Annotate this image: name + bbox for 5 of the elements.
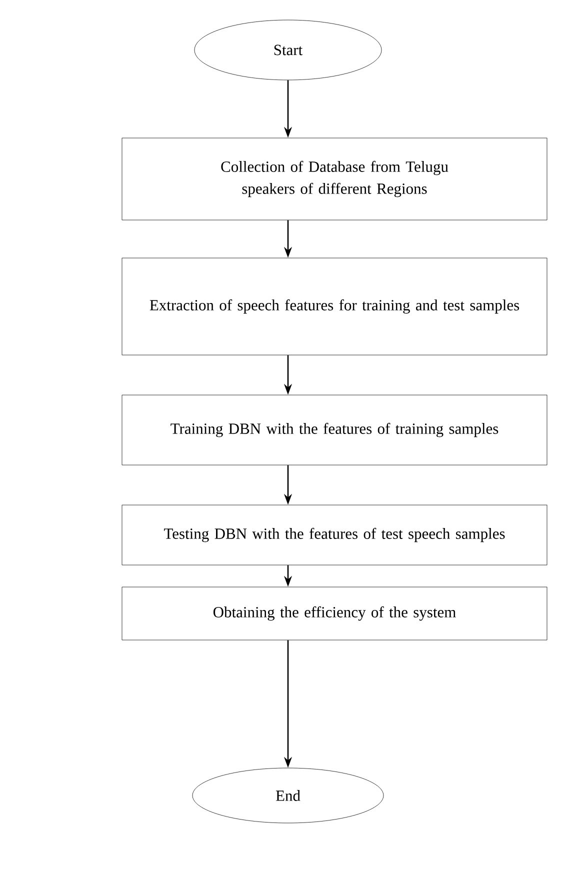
- process-box: Extraction of speech features for training and test samples: [122, 258, 548, 356]
- process-box: Training DBN with the features of training samples: [122, 394, 548, 466]
- process-box: Collection of Database from Telugu speakers of different Regions: [122, 138, 548, 220]
- process-box: Obtaining the efficiency of the system: [122, 586, 548, 640]
- process-box: Testing DBN with the features of test speech samples: [122, 504, 548, 566]
